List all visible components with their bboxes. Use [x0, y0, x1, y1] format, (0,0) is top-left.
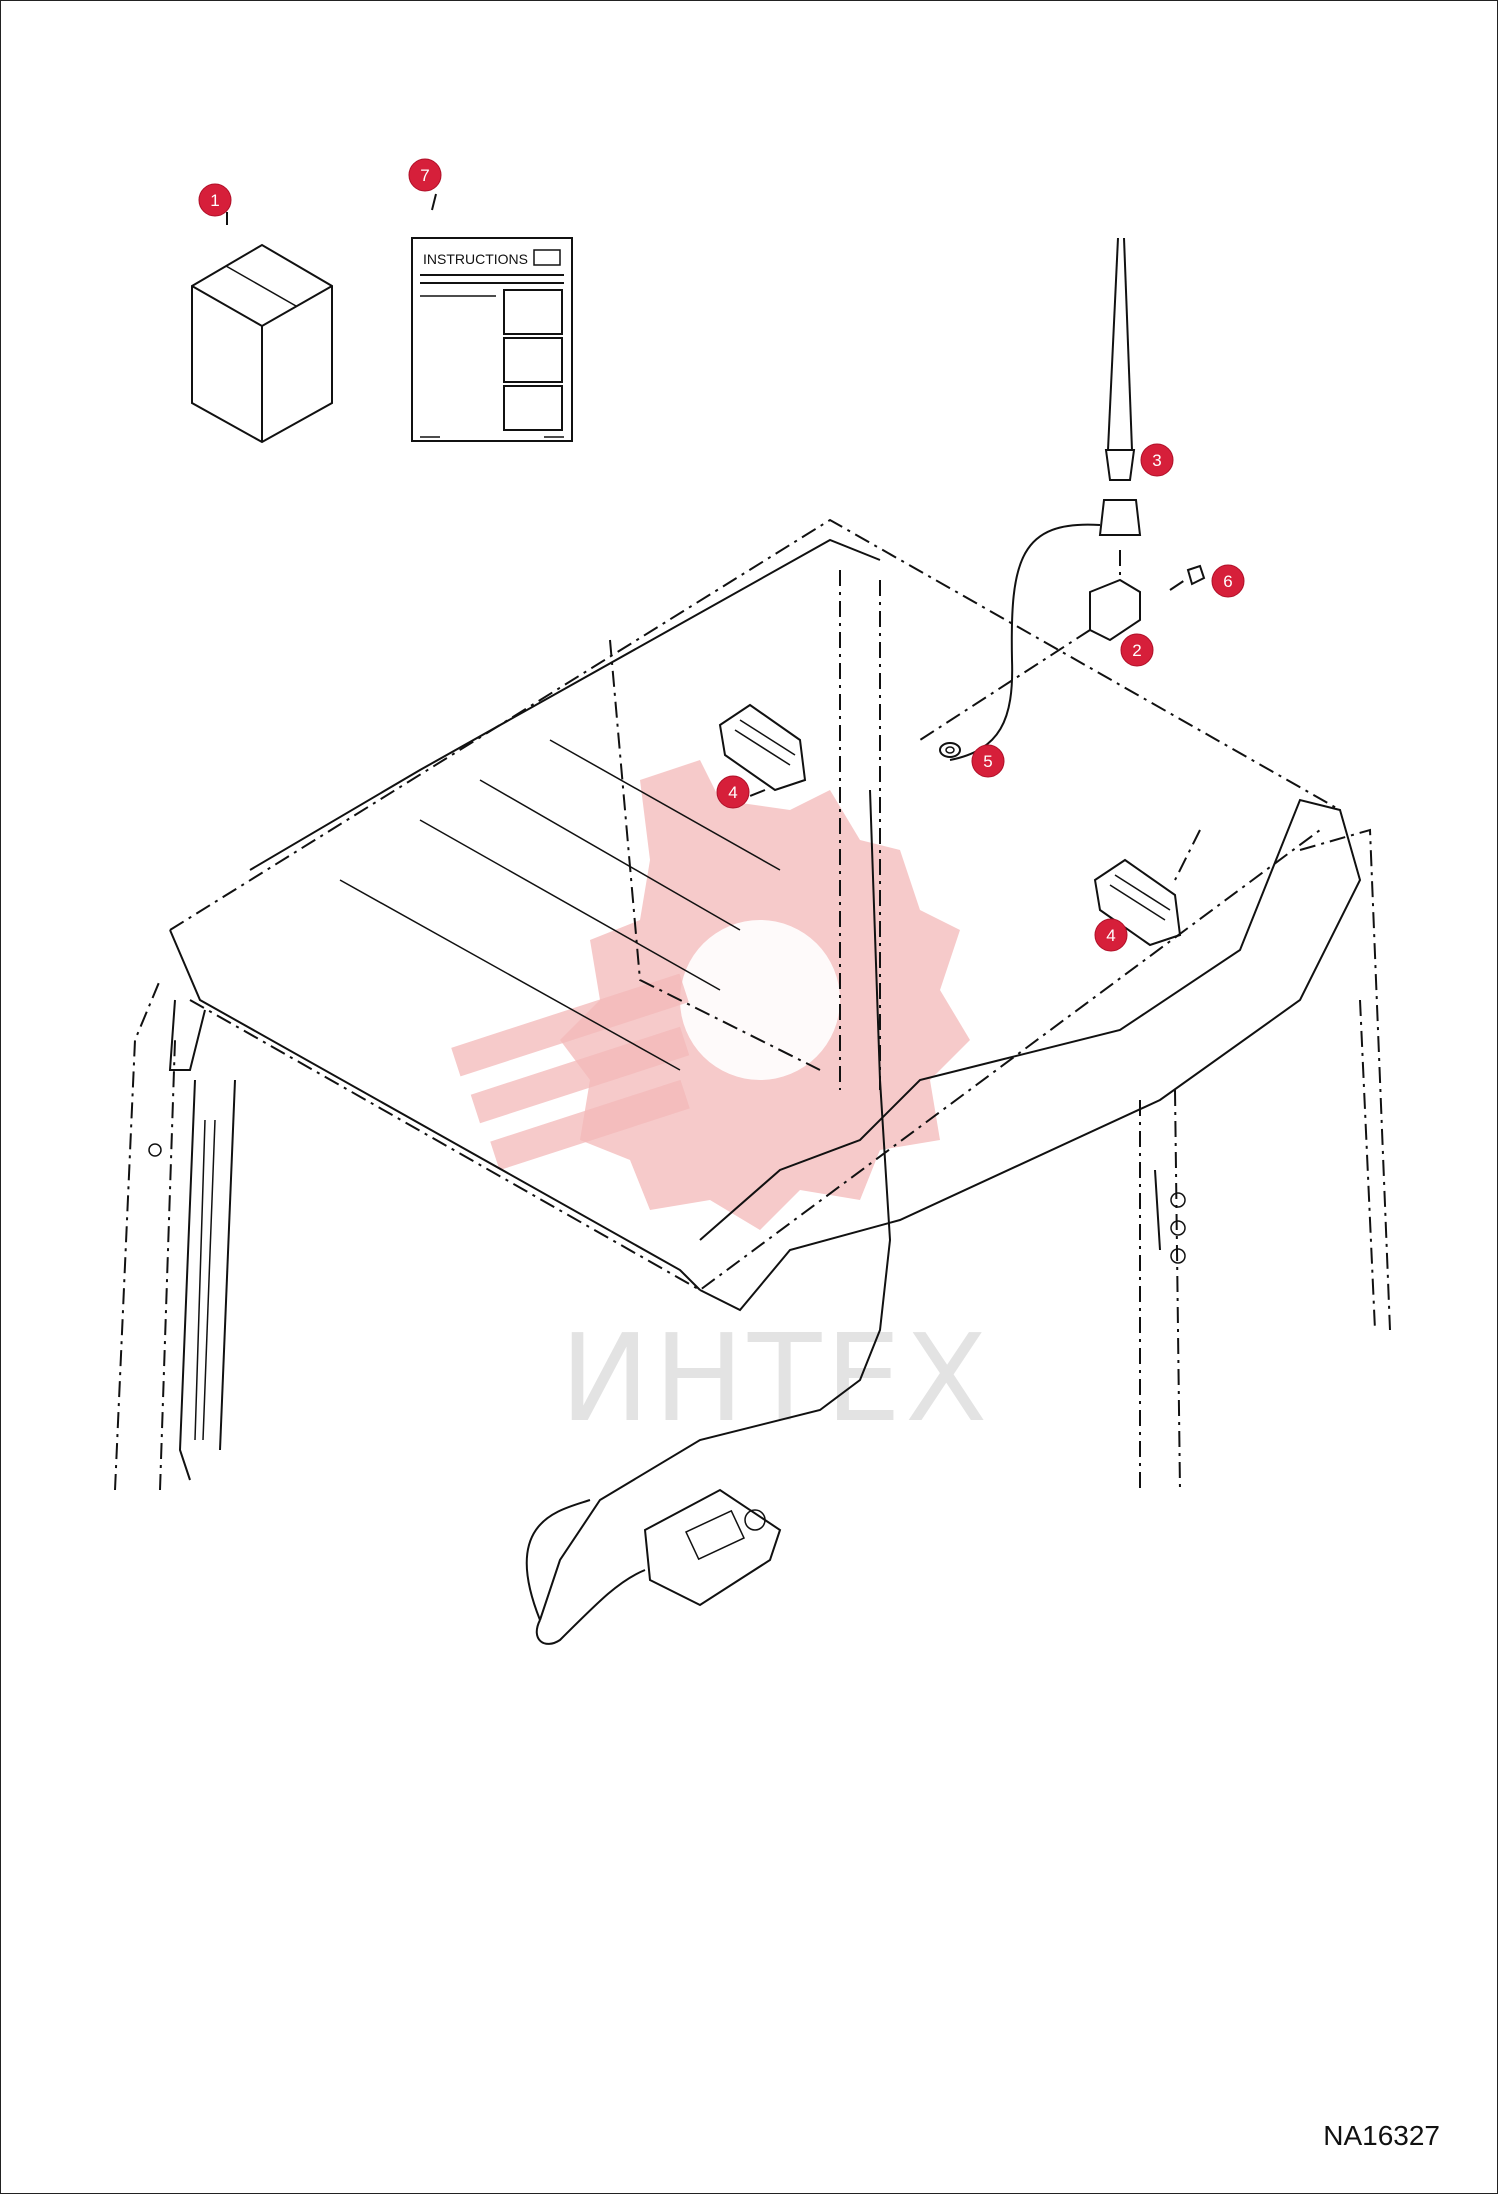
- callout-5: 5: [971, 744, 1005, 778]
- callout-4a: 4: [716, 775, 750, 809]
- callout-3: 3: [1140, 443, 1174, 477]
- callout-2: 2: [1120, 633, 1154, 667]
- svg-text:4: 4: [728, 783, 737, 802]
- figure-reference-code: NA16327: [1323, 2120, 1440, 2151]
- svg-text:3: 3: [1152, 451, 1161, 470]
- grommet-illustration: [939, 742, 961, 758]
- svg-text:7: 7: [420, 166, 429, 185]
- right-pillar-illustration: [1139, 828, 1391, 1491]
- instructions-sheet-illustration: [411, 193, 573, 442]
- kit-box-illustration: [191, 212, 333, 444]
- left-pillar-illustration: [114, 979, 236, 1491]
- watermark-gear-logo: [451, 760, 970, 1230]
- svg-text:5: 5: [983, 752, 992, 771]
- svg-text:1: 1: [210, 191, 219, 210]
- svg-text:4: 4: [1106, 926, 1115, 945]
- watermark-text: ИНТЕХ: [560, 1310, 991, 1449]
- speaker-right-illustration: [1093, 829, 1201, 947]
- svg-text:2: 2: [1132, 641, 1141, 660]
- callout-4b: 4: [1094, 918, 1128, 952]
- callout-7: 7: [408, 158, 442, 192]
- instructions-sheet-title: INSTRUCTIONS: [423, 251, 528, 267]
- callout-6: 6: [1211, 564, 1245, 598]
- antenna-illustration: [949, 237, 1142, 761]
- antenna-bracket-illustration: [919, 564, 1206, 741]
- roof-canopy-illustration: [169, 518, 1362, 1621]
- radio-unit-illustration: [525, 1488, 782, 1645]
- callout-1: 1: [198, 183, 232, 217]
- svg-text:6: 6: [1223, 572, 1232, 591]
